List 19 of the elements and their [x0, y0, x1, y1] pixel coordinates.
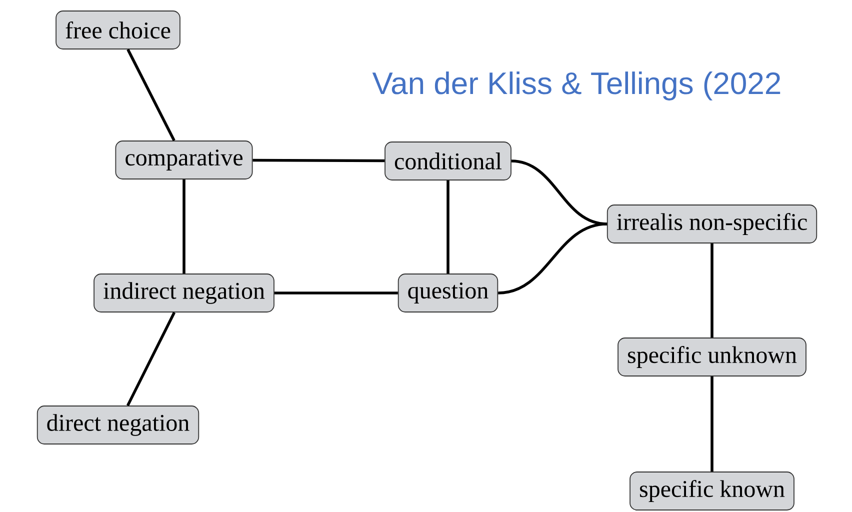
term-box: free choice [56, 10, 180, 50]
term-box: irrealis non-specific [606, 204, 818, 244]
term-box: conditional [384, 142, 512, 180]
term-box: comparative [115, 140, 253, 180]
term-box: direct negation [36, 406, 200, 444]
connector-line [710, 243, 714, 338]
connector-line [126, 48, 176, 142]
connector-line [446, 180, 450, 274]
connector-line [274, 292, 398, 294]
connector-line [710, 376, 714, 472]
term-box: question [398, 274, 498, 312]
connector-line [252, 158, 385, 162]
connector-line [182, 179, 186, 274]
connector-line [126, 312, 176, 406]
term-box: indirect negation [94, 274, 274, 312]
citation-heading: Van der Kliss & Tellings (2022 [372, 72, 780, 100]
term-box: specific known [630, 472, 794, 510]
term-box: specific unknown [618, 338, 806, 376]
connector-line [498, 222, 608, 294]
